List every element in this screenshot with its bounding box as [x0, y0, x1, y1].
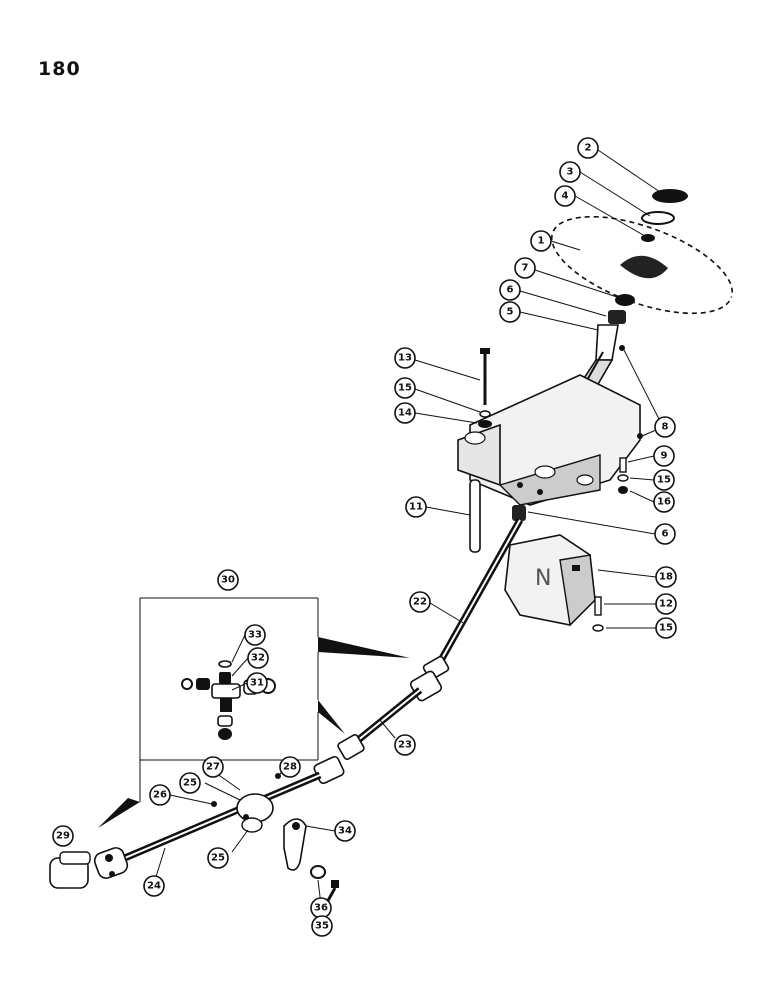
callout-label: 5 — [507, 307, 514, 318]
screw-8 — [619, 345, 625, 351]
washer-36 — [310, 865, 326, 879]
callout-label: 15 — [659, 623, 673, 634]
callout-label: 6 — [507, 285, 514, 296]
callout-label: 29 — [56, 831, 70, 842]
callout-35: 35 — [311, 915, 333, 937]
callout-30: 30 — [217, 569, 239, 591]
callout-label: 22 — [413, 597, 427, 608]
callout-6b: 6 — [654, 523, 676, 545]
callout-23: 23 — [394, 734, 416, 756]
callout-label: 6 — [662, 529, 669, 540]
callout-label: 31 — [250, 678, 264, 689]
callout-label: 4 — [562, 191, 569, 202]
callout-16: 16 — [653, 491, 675, 513]
column-support-bracket — [457, 374, 641, 506]
pin-11 — [469, 479, 481, 553]
callout-label: 15 — [657, 475, 671, 486]
callout-label: 35 — [315, 921, 329, 932]
callout-label: 11 — [409, 502, 423, 513]
callout-4: 4 — [554, 185, 576, 207]
callout-3: 3 — [559, 161, 581, 183]
callout-label: 27 — [206, 762, 220, 773]
callout-15c: 15 — [655, 617, 677, 639]
callout-13: 13 — [394, 347, 416, 369]
callout-label: 32 — [251, 653, 265, 664]
yoke-29 — [49, 847, 129, 889]
horn-button — [652, 189, 688, 203]
lower-support-18: N — [504, 534, 596, 627]
callout-15b: 15 — [653, 469, 675, 491]
callout-label: 33 — [248, 630, 262, 641]
callout-27: 27 — [202, 756, 224, 778]
callout-12: 12 — [655, 593, 677, 615]
lower-universal-joint — [313, 734, 365, 785]
u-joint-kit — [181, 660, 276, 740]
callout-1: 1 — [530, 230, 552, 252]
callout-5: 5 — [499, 301, 521, 323]
upper-bearing — [608, 310, 626, 324]
lower-bearing — [512, 505, 526, 521]
bolt-12 — [594, 596, 602, 616]
callout-label: 26 — [153, 790, 167, 801]
shaft-clamp-25 — [236, 793, 274, 833]
screw-26 — [211, 801, 217, 807]
lock-washer-15 — [479, 410, 491, 418]
horn-ring — [641, 211, 675, 225]
callout-label: 8 — [662, 422, 669, 433]
callout-label: 23 — [398, 740, 412, 751]
callout-label: 12 — [659, 599, 673, 610]
nut-16 — [618, 486, 628, 494]
callout-9: 9 — [653, 445, 675, 467]
callout-28: 28 — [279, 756, 301, 778]
callout-8: 8 — [654, 416, 676, 438]
callout-26: 26 — [149, 784, 171, 806]
callout-24: 24 — [143, 875, 165, 897]
callout-label: 30 — [221, 575, 235, 586]
washer-14 — [478, 420, 492, 428]
wheel-nut — [615, 294, 635, 306]
callout-18: 18 — [655, 566, 677, 588]
callout-22: 22 — [409, 591, 431, 613]
nut-28 — [275, 773, 281, 779]
callout-36: 36 — [310, 897, 332, 919]
page-number: 180 — [38, 58, 81, 80]
callout-label: 25 — [211, 853, 225, 864]
callout-label: 2 — [585, 143, 592, 154]
callout-33: 33 — [244, 624, 266, 646]
callout-label: 9 — [661, 451, 668, 462]
callout-label: 16 — [657, 497, 671, 508]
callout-label: 24 — [147, 881, 161, 892]
callout-label: 7 — [522, 263, 529, 274]
callout-label: 13 — [398, 353, 412, 364]
callout-label: 15 — [398, 383, 412, 394]
callout-2: 2 — [577, 137, 599, 159]
callout-25a: 25 — [179, 772, 201, 794]
bolt-9 — [619, 457, 627, 473]
callout-7: 7 — [514, 257, 536, 279]
leader-lines — [153, 149, 664, 922]
callout-29: 29 — [52, 825, 74, 847]
callout-label: 18 — [659, 572, 673, 583]
callout-label: 36 — [314, 903, 328, 914]
callout-label: 1 — [538, 236, 545, 247]
inset-bracket-30 — [98, 597, 410, 828]
callout-31: 31 — [246, 672, 268, 694]
callout-label: 34 — [338, 826, 352, 837]
callout-label: 14 — [398, 408, 412, 419]
pitman-arm-34 — [283, 818, 307, 871]
callout-label: 25 — [183, 778, 197, 789]
callout-label: 28 — [283, 762, 297, 773]
callout-25b: 25 — [207, 847, 229, 869]
callout-32: 32 — [247, 647, 269, 669]
callout-11: 11 — [405, 496, 427, 518]
callout-34: 34 — [334, 820, 356, 842]
svg-text:N: N — [535, 566, 551, 591]
callout-15a: 15 — [394, 377, 416, 399]
callout-6a: 6 — [499, 279, 521, 301]
callout-label: 3 — [567, 167, 574, 178]
callout-14: 14 — [394, 402, 416, 424]
